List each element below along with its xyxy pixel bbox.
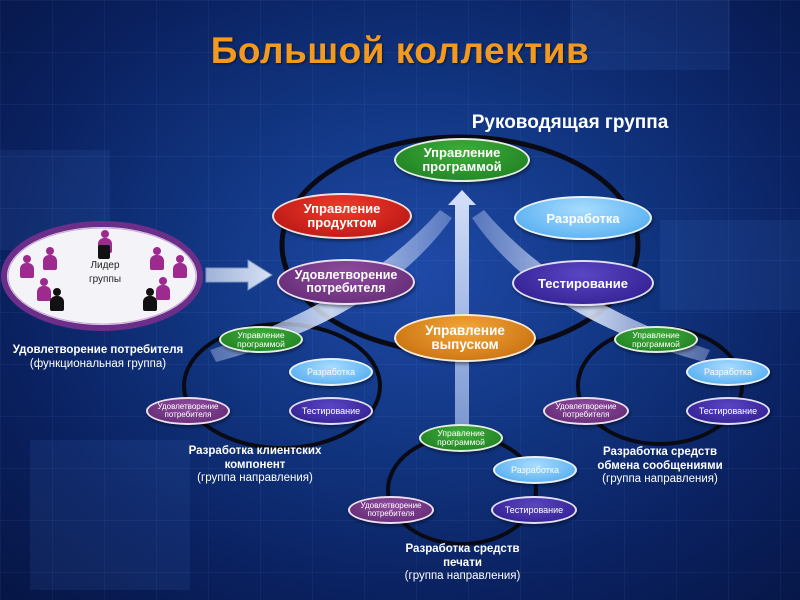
leader-icon — [98, 245, 110, 261]
background-tile — [570, 0, 730, 70]
person-icon — [156, 277, 170, 301]
messaging-team-caption: Разработка средств обмена сообщениями (г… — [597, 446, 723, 485]
messaging-program-management-node: Управление программой — [614, 326, 698, 353]
testing-node: Тестирование — [512, 260, 654, 306]
print-program-management-node: Управление программой — [419, 424, 503, 452]
functional-group-arrow — [205, 259, 273, 291]
print-team-caption: Разработка средств печати (группа направ… — [404, 543, 521, 582]
product-management-node: Управление продуктом — [272, 193, 412, 239]
client-development-node: Разработка — [289, 358, 373, 386]
messaging-development-node: Разработка — [686, 358, 770, 386]
person-icon — [150, 247, 164, 271]
release-management-node: Управление выпуском — [394, 314, 536, 362]
messaging-testing-node: Тестирование — [686, 397, 770, 425]
person-icon — [173, 255, 187, 279]
messaging-consumer-node: Удовлетворение потребителя — [543, 397, 629, 425]
group-leader-label: Лидер группы — [88, 260, 122, 285]
consumer-satisfaction-node: Удовлетворение потребителя — [277, 259, 415, 305]
page-title: Большой коллектив — [210, 30, 590, 71]
functional-group-caption: Удовлетворение потребителя (функциональн… — [12, 344, 184, 370]
print-testing-node: Тестирование — [491, 496, 577, 524]
person-icon — [37, 278, 51, 302]
person-icon — [50, 288, 64, 312]
person-icon — [20, 255, 34, 279]
background-tile — [660, 220, 800, 310]
client-team-caption: Разработка клиентских компонент (группа … — [188, 445, 322, 484]
development-node: Разработка — [514, 196, 652, 240]
lead-group-label: Руководящая группа — [471, 112, 669, 133]
print-consumer-node: Удовлетворение потребителя — [348, 496, 434, 524]
program-management-node: Управление программой — [394, 138, 530, 182]
client-testing-node: Тестирование — [289, 397, 373, 425]
client-consumer-node: Удовлетворение потребителя — [146, 397, 230, 425]
person-icon — [43, 247, 57, 271]
central-up-arrow — [448, 190, 476, 430]
background-tile — [30, 440, 190, 590]
person-icon — [143, 288, 157, 312]
print-development-node: Разработка — [493, 456, 577, 484]
client-program-management-node: Управление программой — [219, 326, 303, 353]
print-team-ring — [386, 434, 538, 546]
